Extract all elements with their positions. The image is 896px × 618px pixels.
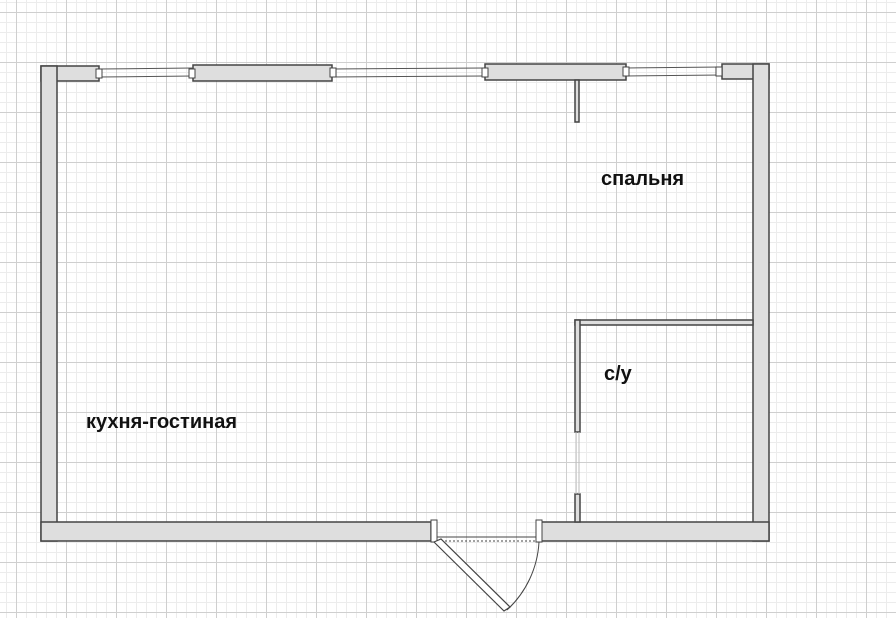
partition-bathroom-top (574, 319, 754, 326)
room-label-bedroom: спальня (601, 168, 685, 190)
partition-bathroom-left-upper (574, 319, 581, 433)
window-frame-6 (715, 66, 723, 77)
partition-bedroom-stub (574, 79, 580, 123)
window-frame-2 (188, 68, 196, 79)
partition-bathroom-left-lower (574, 493, 581, 523)
window-pier-1 (192, 64, 333, 82)
wall-bottom-right (540, 521, 770, 542)
entrance-door (430, 519, 543, 612)
wall-left (40, 65, 58, 542)
wall-right (752, 63, 770, 542)
window-pier-2 (484, 63, 627, 81)
window-frame-4 (481, 67, 489, 78)
window-frame-1 (95, 68, 103, 79)
wall-bottom-left (40, 521, 432, 542)
window-frame-5 (622, 66, 630, 77)
room-label-kitchen-living: кухня-гостиная (86, 411, 238, 433)
window-frame-3 (329, 67, 337, 78)
room-label-bathroom: с/у (604, 363, 632, 385)
